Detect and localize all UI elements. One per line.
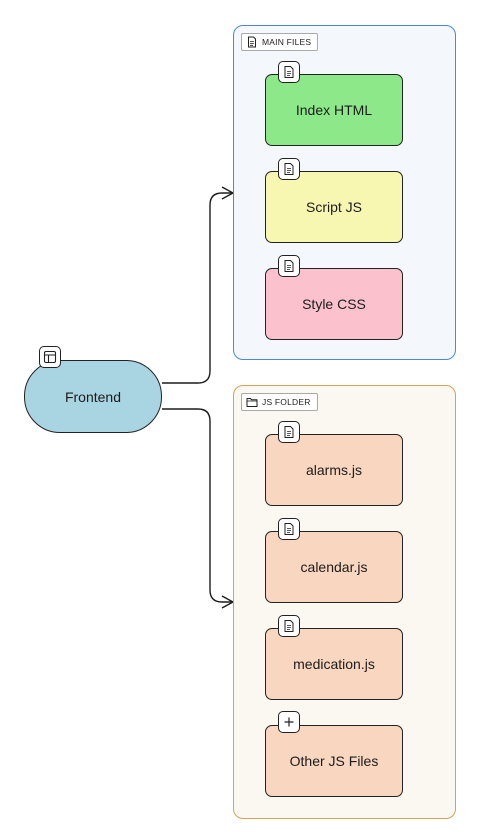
- plus-icon: [278, 711, 300, 733]
- document-icon: [278, 518, 300, 540]
- node-calendar-js[interactable]: calendar.js: [265, 531, 403, 603]
- group-label-main-files: MAIN FILES: [241, 33, 319, 51]
- group-label-js-folder: JS FOLDER: [241, 393, 318, 411]
- document-icon: [278, 421, 300, 443]
- node-label: Style CSS: [302, 296, 366, 312]
- document-icon: [278, 158, 300, 180]
- document-icon: [278, 61, 300, 83]
- node-index-html[interactable]: Index HTML: [265, 74, 403, 146]
- group-title: MAIN FILES: [262, 37, 312, 47]
- folder-icon: [246, 398, 258, 407]
- layout-icon: [39, 346, 61, 368]
- document-icon: [278, 255, 300, 277]
- node-alarms-js[interactable]: alarms.js: [265, 434, 403, 506]
- node-medication-js[interactable]: medication.js: [265, 628, 403, 700]
- node-label: Index HTML: [295, 102, 373, 118]
- document-icon: [278, 615, 300, 637]
- node-label: Other JS Files: [289, 753, 379, 769]
- node-label: Frontend: [64, 388, 122, 405]
- node-label: medication.js: [293, 656, 375, 672]
- group-title: JS FOLDER: [262, 397, 311, 407]
- edge-frontend-to-js-folder: [162, 408, 232, 603]
- node-label: calendar.js: [300, 559, 368, 575]
- node-other-js-files[interactable]: Other JS Files: [265, 725, 403, 797]
- node-script-js[interactable]: Script JS: [265, 171, 403, 243]
- node-frontend[interactable]: Frontend: [24, 360, 162, 433]
- node-style-css[interactable]: Style CSS: [265, 268, 403, 340]
- edge-frontend-to-main-files: [162, 192, 232, 384]
- document-icon: [248, 36, 256, 48]
- node-label: Script JS: [305, 199, 362, 215]
- node-label: alarms.js: [305, 462, 362, 478]
